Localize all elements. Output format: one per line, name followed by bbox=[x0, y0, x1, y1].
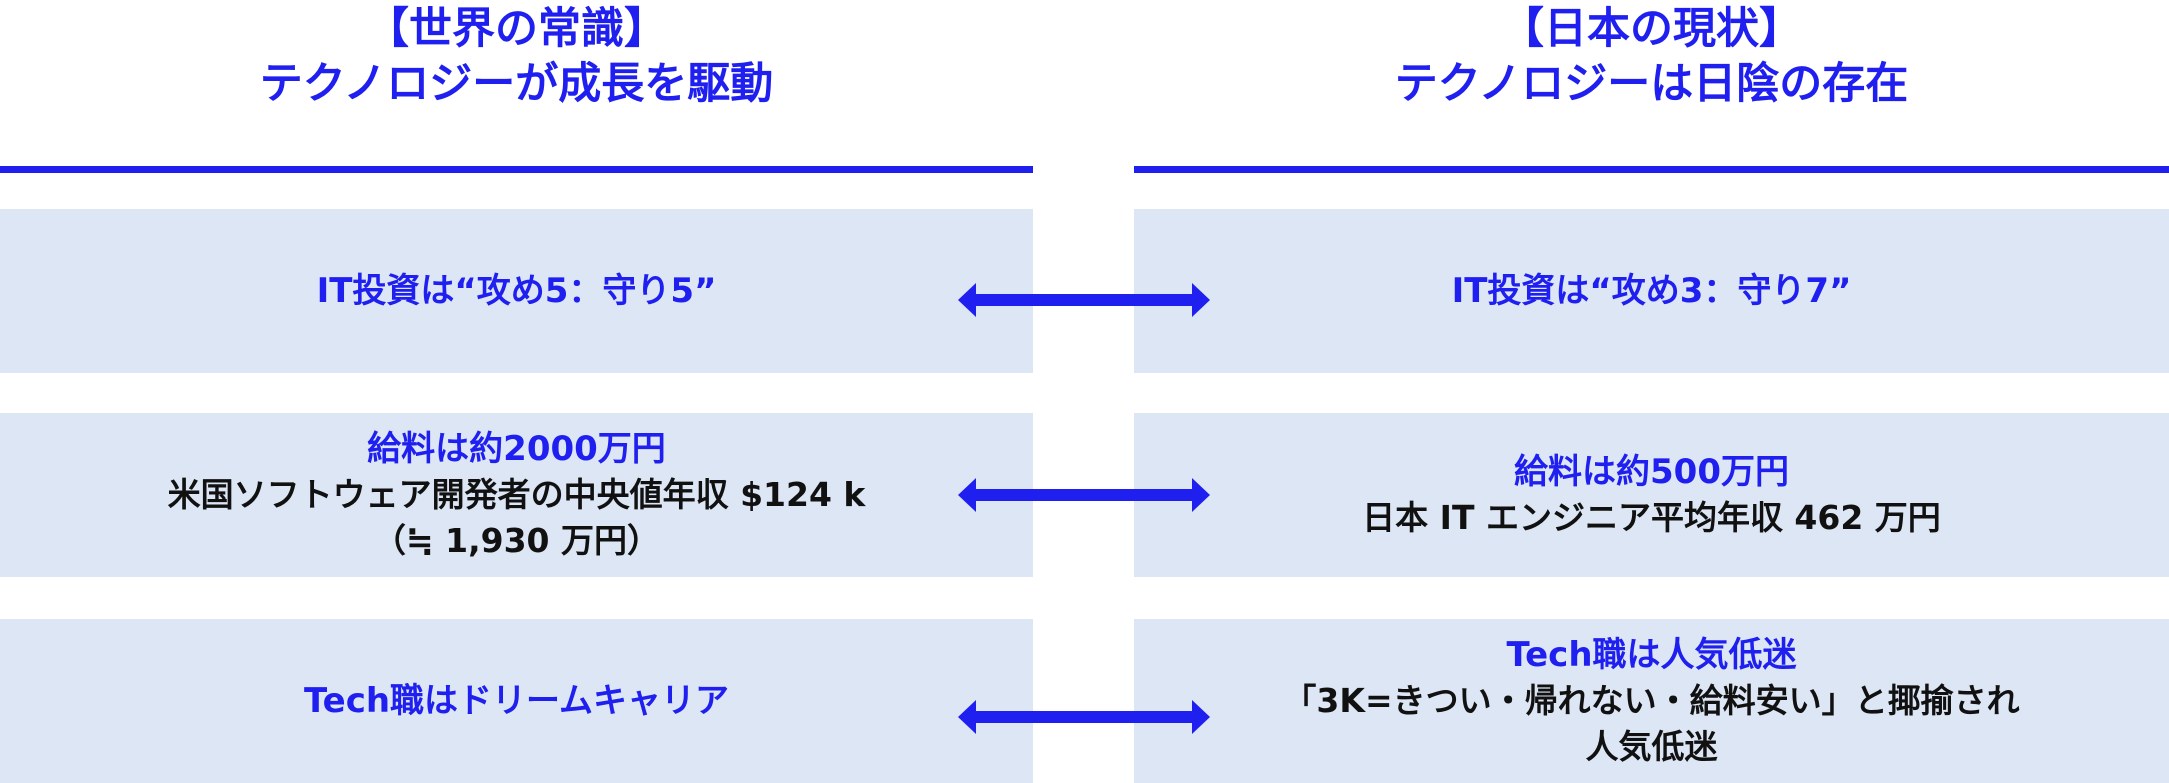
left-row-2-detail-1: 米国ソフトウェア開発者の中央値年収 $124 k bbox=[167, 475, 866, 514]
left-row-1-title: IT投資は“攻め5：守り5” bbox=[316, 271, 717, 311]
left-heading-line-1: 【世界の常識】 bbox=[366, 4, 667, 54]
left-divider bbox=[0, 166, 1033, 173]
row-3-arrow-svg bbox=[958, 700, 1210, 734]
row-2-double-headed-arrow-icon bbox=[958, 478, 1210, 512]
right-row-2-detail-1: 日本 IT エンジニア平均年収 462 万円 bbox=[1362, 498, 1941, 537]
left-row-1-panel: IT投資は“攻め5：守り5” bbox=[0, 209, 1033, 373]
left-row-2-panel: 給料は約2000万円 米国ソフトウェア開発者の中央値年収 $124 k （≒ 1… bbox=[0, 413, 1033, 577]
right-heading-line-1: 【日本の現状】 bbox=[1501, 4, 1802, 54]
right-row-3-panel: Tech職は人気低迷 「3K=きつい・帰れない・給料安い」と揶揄され 人気低迷 bbox=[1134, 619, 2169, 783]
row-1-double-headed-arrow-icon bbox=[958, 283, 1210, 317]
left-heading: 【世界の常識】 テクノロジーが成長を駆動 bbox=[0, 0, 1033, 122]
right-row-2-title: 給料は約500万円 bbox=[1514, 452, 1789, 492]
left-row-3-title: Tech職はドリームキャリア bbox=[303, 681, 730, 721]
right-row-1-title: IT投資は“攻め3：守り7” bbox=[1451, 271, 1852, 311]
right-row-1-panel: IT投資は“攻め3：守り7” bbox=[1134, 209, 2169, 373]
left-row-2-detail-2: （≒ 1,930 万円） bbox=[372, 521, 660, 560]
right-row-2-panel: 給料は約500万円 日本 IT エンジニア平均年収 462 万円 bbox=[1134, 413, 2169, 577]
right-row-3-detail-2: 人気低迷 bbox=[1585, 727, 1718, 766]
right-heading: 【日本の現状】 テクノロジーは日陰の存在 bbox=[1134, 0, 2169, 122]
row-2-arrow-svg bbox=[958, 478, 1210, 512]
left-heading-line-2: テクノロジーが成長を駆動 bbox=[259, 59, 774, 109]
right-heading-line-2: テクノロジーは日陰の存在 bbox=[1394, 59, 1909, 109]
left-row-2-title: 給料は約2000万円 bbox=[367, 429, 666, 469]
left-row-3-panel: Tech職はドリームキャリア bbox=[0, 619, 1033, 783]
right-row-3-detail-1: 「3K=きつい・帰れない・給料安い」と揶揄され bbox=[1283, 681, 2020, 720]
row-1-arrow-svg bbox=[958, 283, 1210, 317]
row-3-double-headed-arrow-icon bbox=[958, 700, 1210, 734]
right-divider bbox=[1134, 166, 2169, 173]
right-row-3-title: Tech職は人気低迷 bbox=[1506, 635, 1797, 675]
